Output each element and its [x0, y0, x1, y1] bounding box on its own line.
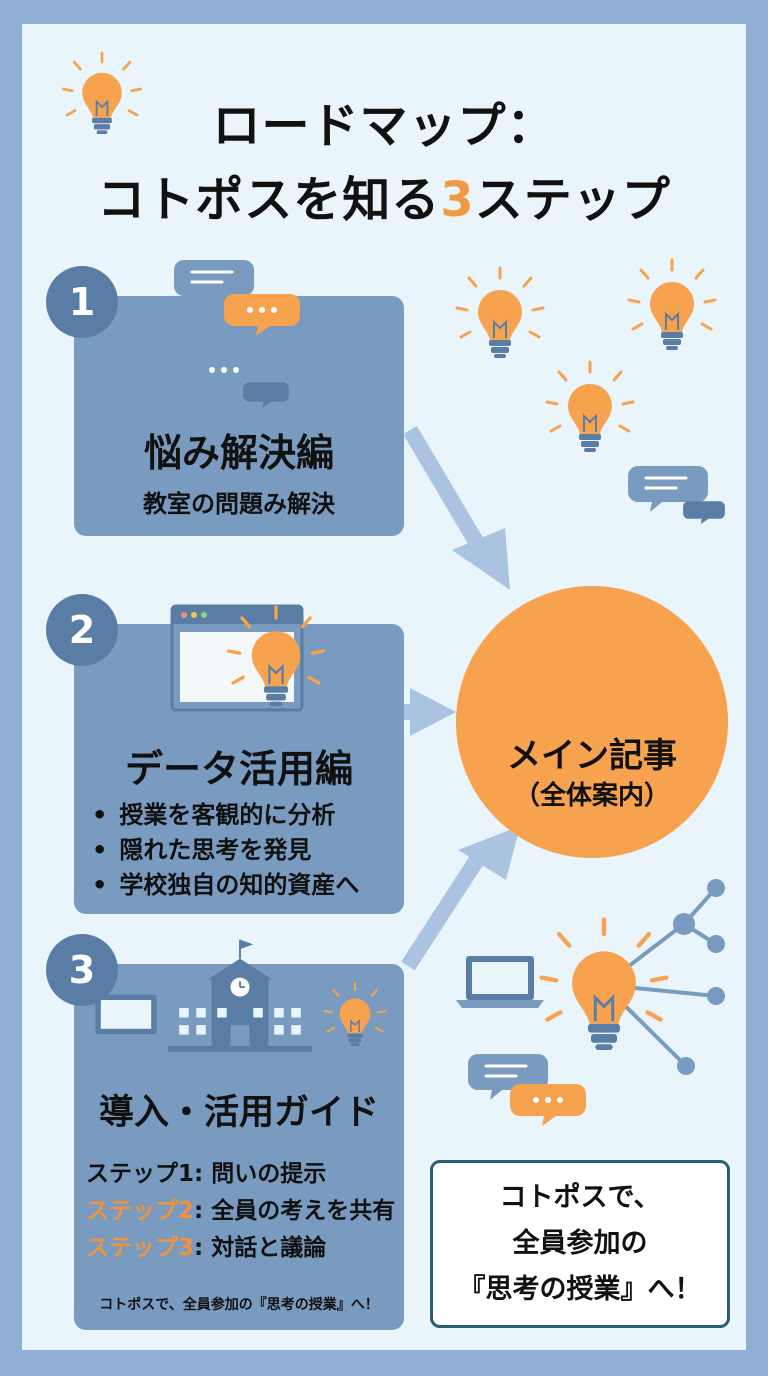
lightbulb-icon [627, 258, 717, 352]
step-2-bullet: 授業を客観的に分析 [92, 798, 392, 833]
title-line-1: ロードマップ： [212, 98, 556, 154]
main-article-circle[interactable] [456, 586, 728, 858]
guide-step-3: ステップ3: 対話と議論 [86, 1235, 327, 1261]
step-2-bullets: 授業を客観的に分析 隠れた思考を発見 学校独自の知的資産へ [92, 798, 392, 903]
step-1-subtitle: 教室の問題み解決 [143, 490, 335, 518]
step-2-title: データ活用編 [124, 747, 353, 791]
laptop-icon [456, 956, 544, 1008]
arrow-step3-to-main [401, 826, 520, 971]
arrow-step1-to-main [403, 425, 510, 590]
cta-line-1: コトポスで、 [499, 1182, 661, 1213]
step-1-card[interactable] [74, 296, 404, 536]
lightbulb-icon [545, 360, 635, 454]
step-3-guide-list: ステップ1: 問いの提示 ステップ2: 全員の考えを共有 ステップ3: 対話と議… [86, 1156, 396, 1267]
speech-bubble-icon [683, 501, 725, 525]
speech-bubble-icon [468, 1054, 548, 1100]
main-article-title: メイン記事 [507, 736, 677, 776]
lightbulb-icon [455, 266, 545, 360]
main-article-subtitle: （全体案内） [513, 781, 670, 811]
step-3-number: 3 [46, 934, 118, 1006]
lightbulb-icon [61, 51, 143, 136]
school-building-icon [166, 938, 314, 1053]
speech-bubble-icon [510, 1084, 586, 1126]
lightbulb-icon [323, 981, 387, 1048]
step-2-bullet: 学校独自の知的資産へ [92, 868, 392, 903]
step-2-number: 2 [46, 594, 118, 666]
step-3-title: 導入・活用ガイド [98, 1093, 379, 1133]
step-3-footer: コトポスで、全員参加の『思考の授業』へ！ [99, 1297, 379, 1313]
cta-box: コトポスで、 全員参加の 『思考の授業』へ！ [430, 1160, 730, 1328]
speech-bubble-icon [174, 260, 254, 306]
cta-line-2: 全員参加の [512, 1228, 648, 1259]
speech-bubble-icon [243, 382, 289, 408]
guide-step-1: ステップ1: 問いの提示 [86, 1161, 327, 1187]
cta-line-3: 『思考の授業』へ！ [458, 1274, 702, 1305]
speech-bubble-icon [224, 294, 300, 336]
arrow-step2-to-main [404, 688, 456, 736]
step-2-bullet: 隠れた思考を発見 [92, 833, 392, 868]
guide-step-2: ステップ2: 全員の考えを共有 [86, 1198, 396, 1224]
step-1-number: 1 [46, 266, 118, 338]
title-line-2: コトポスを知る3ステップ [97, 172, 671, 228]
speech-bubble-icon [184, 352, 264, 398]
speech-bubble-icon [628, 466, 708, 512]
step-1-title: 悩み解決編 [143, 431, 334, 475]
